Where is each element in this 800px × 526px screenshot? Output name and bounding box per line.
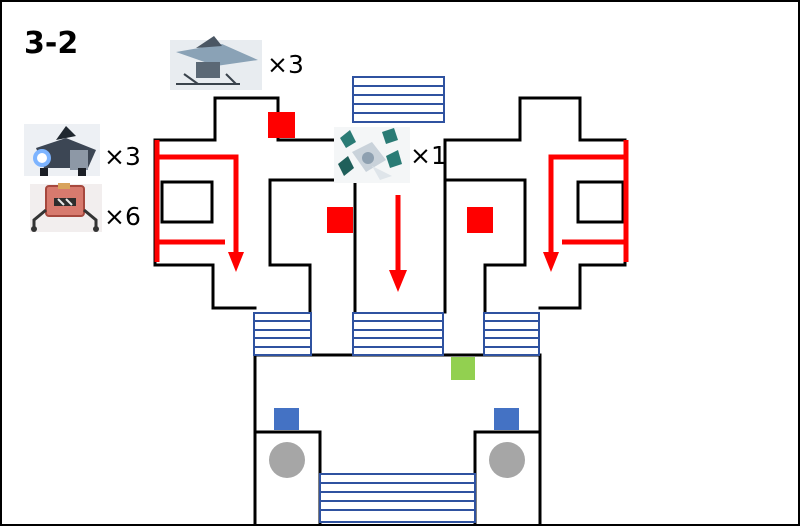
pillar-icon: [269, 442, 305, 478]
wolf-mech-enemy-icon: [24, 124, 100, 176]
wall-right-alcove: [576, 180, 625, 224]
wall-left-outer: [153, 138, 257, 310]
stairs-bottom: [319, 473, 476, 523]
path-arrow-icon: [548, 154, 626, 255]
stairs-top: [352, 76, 445, 123]
enemy-count-wolf-mech: ×3: [104, 142, 141, 171]
crate-walker-enemy-icon: [30, 183, 102, 232]
arrow-head-icon: [228, 252, 244, 272]
walls: [153, 96, 627, 526]
arrow-head-icon: [389, 270, 407, 292]
wall-left-alcove: [160, 180, 214, 224]
spawn-square-icon: [268, 112, 295, 138]
spawn-square-icon: [467, 207, 493, 233]
pillar-icon: [489, 442, 525, 478]
enemy-count-flying-drone: ×3: [267, 50, 304, 79]
stage-title: 3-2: [24, 26, 79, 61]
path-arrow-icon: [157, 154, 239, 255]
boss-drone-enemy-icon: [334, 127, 410, 183]
arrow-head-icon: [543, 252, 559, 272]
green-marker-icon: [451, 357, 475, 380]
spawn-square-icon: [327, 207, 353, 233]
path-arrows: [154, 140, 629, 272]
wall-left-top: [153, 96, 357, 142]
flying-drone-enemy-icon: [170, 36, 262, 90]
stairs-group: [253, 76, 540, 523]
blue-marker-icon: [274, 408, 299, 430]
stairs-center: [352, 312, 444, 356]
stairs-right: [483, 312, 540, 356]
enemy-count-boss-drone: ×1: [410, 141, 447, 170]
blue-marker-icon: [494, 408, 519, 430]
wall-right-inner: [443, 138, 527, 357]
wall-right-top: [443, 96, 627, 142]
stairs-left: [253, 312, 312, 356]
enemy-count-crate-walker: ×6: [104, 202, 141, 231]
